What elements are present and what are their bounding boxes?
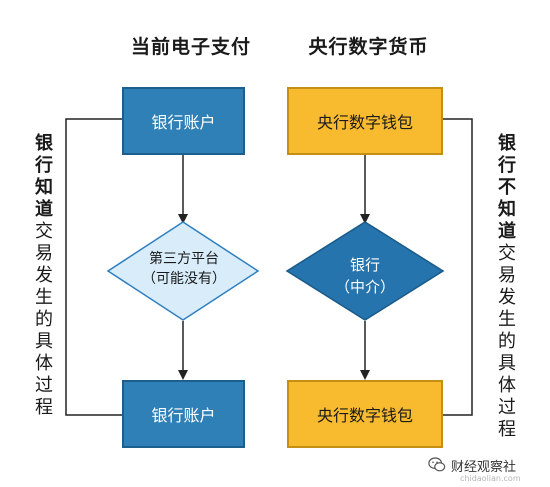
right-bottom-box: 央行数字钱包 xyxy=(287,380,443,448)
diamond-right xyxy=(285,221,445,321)
left-bottom-box: 银行账户 xyxy=(122,380,245,448)
bracket-left xyxy=(65,118,122,416)
left-side-caption: 银行知道交易发生的具体过程 xyxy=(32,133,56,419)
left-diamond-label: 第三方平台 （可能没有） xyxy=(120,249,248,289)
right-diamond-line1: 银行 xyxy=(349,256,380,274)
left-diamond-line1: 第三方平台 xyxy=(149,251,219,267)
watermark-url: chidaolian.com xyxy=(460,474,521,483)
left-column-title: 当前电子支付 xyxy=(130,36,251,58)
watermark-text: 财经观察社 xyxy=(451,459,517,475)
left-side-caption-rest: 交易发生的具体过程 xyxy=(35,221,53,418)
right-diamond-label: 银行 （中介） xyxy=(295,254,435,298)
right-diamond-line2: （中介） xyxy=(334,278,395,296)
bracket-right xyxy=(443,118,473,416)
watermark: 财经观察社 xyxy=(428,455,516,475)
wechat-icon xyxy=(428,457,446,472)
right-column-title: 央行数字货币 xyxy=(308,36,429,58)
left-top-box: 银行账户 xyxy=(122,87,245,155)
right-side-caption-bold: 银行不知道 xyxy=(498,133,516,242)
diamond-left xyxy=(106,221,260,321)
left-side-caption-bold: 银行知道 xyxy=(35,133,53,220)
right-side-caption: 银行不知道交易发生的具体过程 xyxy=(495,133,519,441)
right-side-caption-rest: 交易发生的具体过程 xyxy=(498,243,516,440)
left-diamond-line2: （可能没有） xyxy=(142,271,226,287)
right-top-box: 央行数字钱包 xyxy=(287,87,443,155)
